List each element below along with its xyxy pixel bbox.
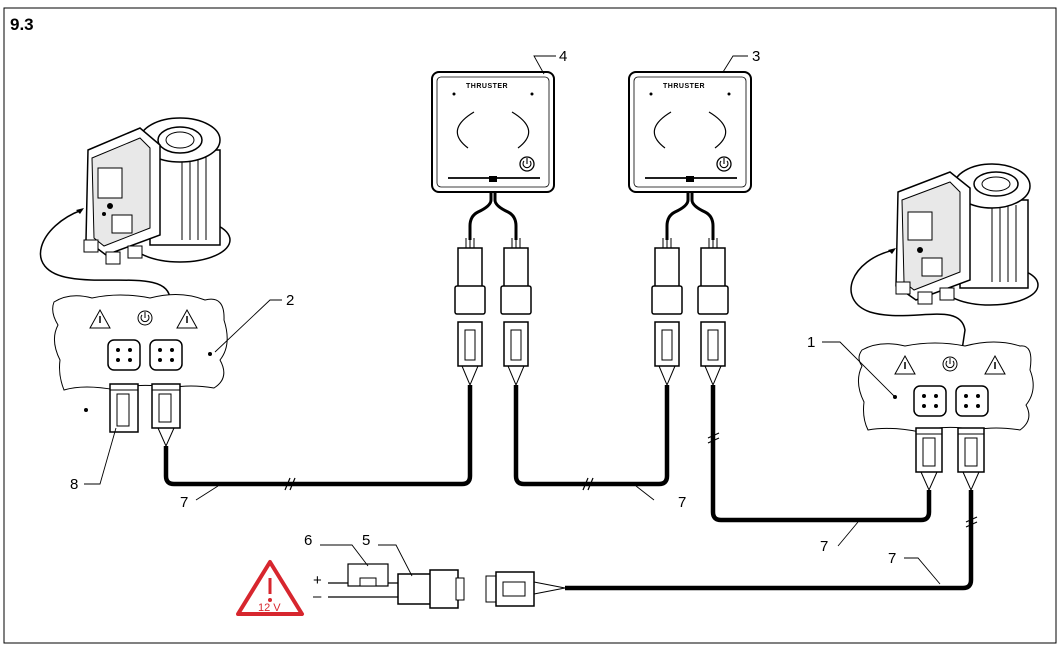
power-supply-wiring: + –	[313, 563, 566, 609]
panel-brand-label: THRUSTER	[466, 83, 508, 90]
callout-7-left: 7	[180, 494, 188, 511]
callout-3: 3	[752, 48, 760, 65]
controller-1-plug-right	[957, 427, 985, 492]
callout-5: 5	[362, 532, 370, 549]
controller-socket	[913, 385, 947, 417]
cable-break-marks	[284, 432, 978, 528]
callout-4: 4	[559, 48, 567, 65]
warning-icon	[89, 308, 111, 329]
callout-1: 1	[807, 334, 815, 351]
callout-6: 6	[304, 532, 312, 549]
bus-cables	[163, 385, 974, 591]
warning-icon	[894, 354, 916, 375]
callout-7-right-upper: 7	[820, 538, 828, 555]
callout-leaders	[84, 55, 941, 585]
terminator-8	[109, 383, 139, 433]
bus-cable-1	[163, 385, 473, 487]
controller-1-plug-left	[915, 427, 943, 492]
voltage-label: 12 V	[258, 602, 281, 614]
panel-4-pigtail-connectors	[454, 192, 532, 387]
thruster-motor-left	[83, 117, 231, 265]
controller-socket	[149, 339, 183, 371]
callout-2: 2	[286, 292, 294, 309]
motor-right-signal-cable	[850, 249, 966, 351]
fuse-holder-6	[347, 563, 389, 587]
warning-12v-icon: 12 V	[236, 560, 304, 616]
thruster-motor-right	[895, 163, 1039, 306]
motor-left-signal-cable	[39, 209, 173, 323]
power-icon	[942, 356, 958, 372]
bus-cable-3	[710, 385, 932, 523]
callout-8: 8	[70, 476, 78, 493]
callout-7-middle: 7	[678, 494, 686, 511]
minus-terminal-label: –	[313, 588, 322, 605]
plus-terminal-label: +	[313, 572, 322, 589]
power-button-icon	[519, 156, 535, 172]
thruster-controller-2	[52, 294, 228, 412]
panel-3-pigtail-connectors	[651, 192, 729, 387]
controller-socket	[955, 385, 989, 417]
callout-7-right-lower: 7	[888, 550, 896, 567]
power-cable-plug	[485, 571, 566, 607]
section-number: 9.3	[10, 15, 34, 34]
bus-cable-4	[565, 490, 974, 591]
controller-socket	[107, 339, 141, 371]
warning-icon	[984, 354, 1006, 375]
control-panel-3: THRUSTER	[628, 71, 752, 193]
bus-cable-2	[513, 385, 670, 487]
panel-brand-label: THRUSTER	[663, 83, 705, 90]
control-panel-4: THRUSTER	[431, 71, 555, 193]
controller-2-plug	[151, 383, 181, 448]
power-connector-5	[397, 569, 465, 609]
thruster-controller-1	[858, 341, 1034, 433]
warning-icon	[176, 308, 198, 329]
power-button-icon	[716, 156, 732, 172]
power-icon	[137, 310, 153, 326]
diagram-border	[3, 7, 1057, 644]
